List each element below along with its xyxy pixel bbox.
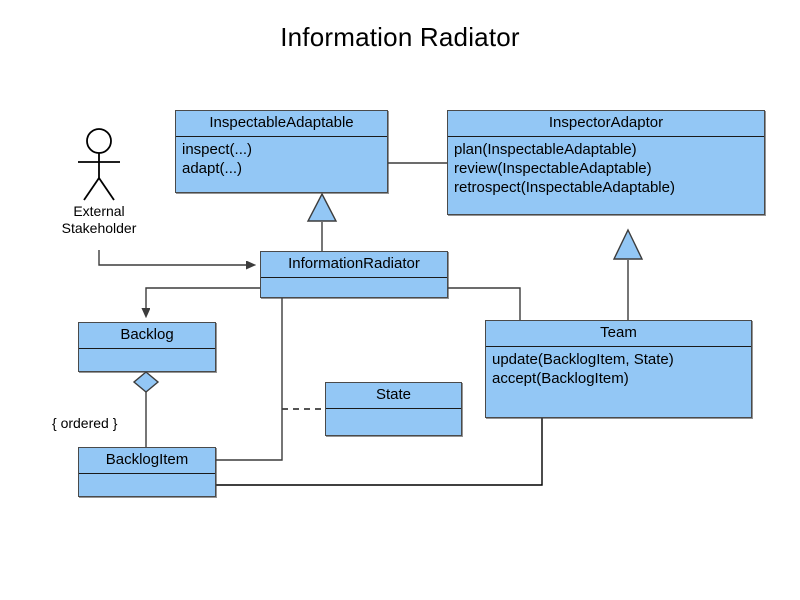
class-operations-state [326, 409, 461, 433]
link-backlog-item-to-team [216, 418, 543, 486]
class-operations-team: update(BacklogItem, State) accept(Backlo… [486, 347, 751, 391]
aggregation-diamond-backlog [132, 371, 160, 393]
class-name-team: Team [486, 321, 751, 347]
class-name-inspectable-adaptable: InspectableAdaptable [176, 111, 387, 137]
operation-item: update(BacklogItem, State) [492, 351, 674, 368]
operation-item: plan(InspectableAdaptable) [454, 141, 637, 158]
operation-item: accept(BacklogItem) [492, 370, 629, 387]
class-operations-information-radiator [261, 278, 447, 302]
generalization-triangle-inspector-adaptor [612, 228, 644, 260]
actor-label-line2: Stakeholder [61, 220, 137, 236]
class-name-backlog: Backlog [79, 323, 215, 349]
class-operations-inspectable-adaptable: inspect(...) adapt(...) [176, 137, 387, 181]
ordered-constraint-label: { ordered } [52, 415, 118, 431]
actor-label-line1: External [73, 203, 125, 219]
link-stakeholder-to-information-radiator [98, 250, 254, 265]
actor-external-stakeholder-label: External Stakeholder [49, 203, 149, 237]
class-operations-inspector-adaptor: plan(InspectableAdaptable) review(Inspec… [448, 137, 764, 200]
link-information-radiator-to-backlog [146, 287, 260, 316]
class-name-information-radiator: InformationRadiator [261, 252, 447, 278]
class-team[interactable]: Team update(BacklogItem, State) accept(B… [485, 320, 752, 418]
class-name-state: State [326, 383, 461, 409]
class-inspectable-adaptable[interactable]: InspectableAdaptable inspect(...) adapt(… [175, 110, 388, 193]
link-information-radiator-to-team [448, 287, 521, 320]
operation-item: inspect(...) [182, 141, 253, 158]
link-information-radiator-to-backlog-item [216, 298, 283, 461]
class-state[interactable]: State [325, 382, 462, 436]
class-operations-backlog-item [79, 474, 215, 498]
class-inspector-adaptor[interactable]: InspectorAdaptor plan(InspectableAdaptab… [447, 110, 765, 215]
class-operations-backlog [79, 349, 215, 373]
page-title: Information Radiator [280, 22, 520, 52]
generalization-triangle-inspectable-adaptable [306, 192, 338, 222]
class-backlog-item[interactable]: BacklogItem [78, 447, 216, 497]
class-information-radiator[interactable]: InformationRadiator [260, 251, 448, 298]
operation-item: retrospect(InspectableAdaptable) [454, 179, 675, 196]
operation-item: adapt(...) [182, 160, 243, 177]
class-name-inspector-adaptor: InspectorAdaptor [448, 111, 764, 137]
actor-external-stakeholder-figure [78, 128, 120, 201]
class-name-backlog-item: BacklogItem [79, 448, 215, 474]
class-backlog[interactable]: Backlog [78, 322, 216, 372]
operation-item: review(InspectableAdaptable) [454, 160, 652, 177]
